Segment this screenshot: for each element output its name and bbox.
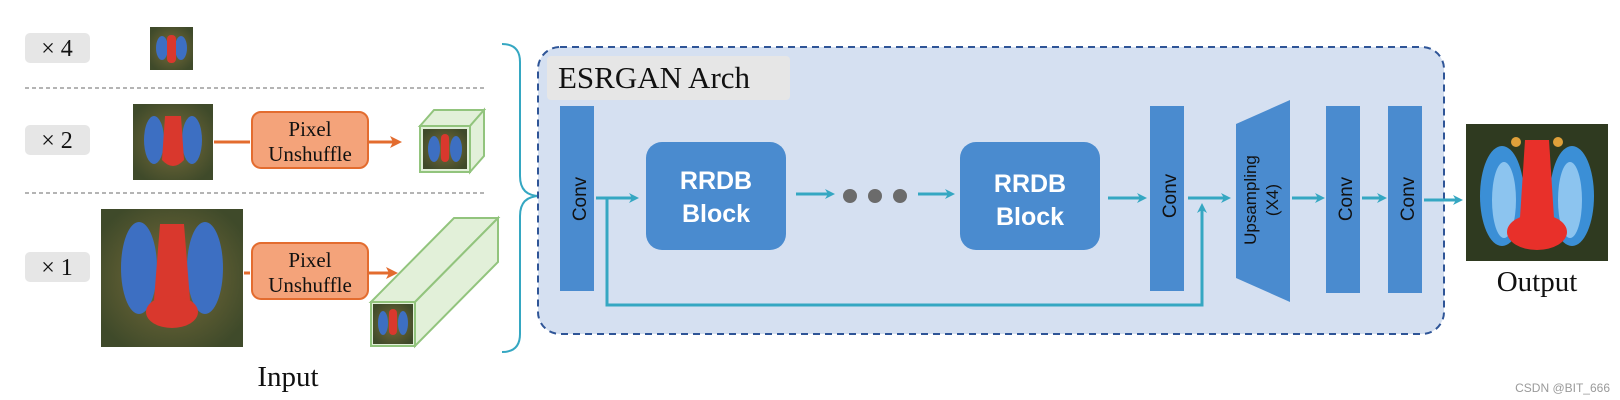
svg-text:Block: Block xyxy=(682,200,750,228)
svg-text:Pixel: Pixel xyxy=(288,117,331,141)
skip-connection-arrow xyxy=(605,198,1207,307)
svg-text:Pixel: Pixel xyxy=(288,248,331,272)
svg-text:RRDB: RRDB xyxy=(994,170,1066,198)
svg-text:Conv: Conv xyxy=(1398,176,1419,221)
conv-block-1: Conv xyxy=(560,106,594,291)
svg-text:Conv: Conv xyxy=(1160,173,1181,218)
scale-tag-x1: × 1 xyxy=(25,252,90,282)
mandrill-image-x1 xyxy=(101,209,243,347)
svg-text:× 4: × 4 xyxy=(41,36,73,62)
feature-cube-x1 xyxy=(368,215,501,349)
svg-text:Unshuffle: Unshuffle xyxy=(268,273,352,297)
cube-mandrill-x1 xyxy=(373,304,413,344)
svg-text:Block: Block xyxy=(996,203,1064,231)
svg-text:Conv: Conv xyxy=(570,176,591,221)
upsampling-block: Upsampling (X4) xyxy=(1236,100,1290,302)
svg-text:(X4): (X4) xyxy=(1263,184,1282,216)
esrgan-arch-panel: ESRGAN Arch Conv RRDB Block RRDB Block xyxy=(537,46,1445,335)
scale-tag-x4: × 4 xyxy=(25,33,90,63)
output-label: Output xyxy=(1497,266,1578,298)
output-image xyxy=(1466,124,1608,261)
conv-block-4: Conv xyxy=(1388,106,1422,293)
scale-tag-x2: × 2 xyxy=(25,125,90,155)
ellipsis-dots xyxy=(843,189,907,203)
rrdb-block-1: RRDB Block xyxy=(646,142,786,250)
pixel-unshuffle-x2: Pixel Unshuffle xyxy=(251,111,369,169)
arch-title: ESRGAN Arch xyxy=(558,60,751,95)
mandrill-image-x2 xyxy=(133,104,213,180)
svg-text:× 1: × 1 xyxy=(41,255,73,281)
conv-block-2: Conv xyxy=(1150,106,1184,291)
grouping-brace xyxy=(501,43,541,353)
svg-text:Upsampling: Upsampling xyxy=(1241,155,1260,245)
pixel-unshuffle-x1: Pixel Unshuffle xyxy=(251,242,369,300)
mandrill-image-x4 xyxy=(150,27,193,70)
svg-text:Unshuffle: Unshuffle xyxy=(268,142,352,166)
conv-block-3: Conv xyxy=(1326,106,1360,293)
svg-text:× 2: × 2 xyxy=(41,128,73,154)
feature-cube-x2 xyxy=(417,107,487,175)
input-label: Input xyxy=(257,361,318,393)
svg-text:RRDB: RRDB xyxy=(680,167,752,195)
input-panel: × 4 × 2 × 1 Pixel xyxy=(25,27,501,393)
rrdb-block-2: RRDB Block xyxy=(960,142,1100,250)
watermark: CSDN @BIT_666 xyxy=(1515,381,1610,395)
svg-text:Conv: Conv xyxy=(1336,176,1357,221)
cube-mandrill-x2 xyxy=(423,129,467,169)
